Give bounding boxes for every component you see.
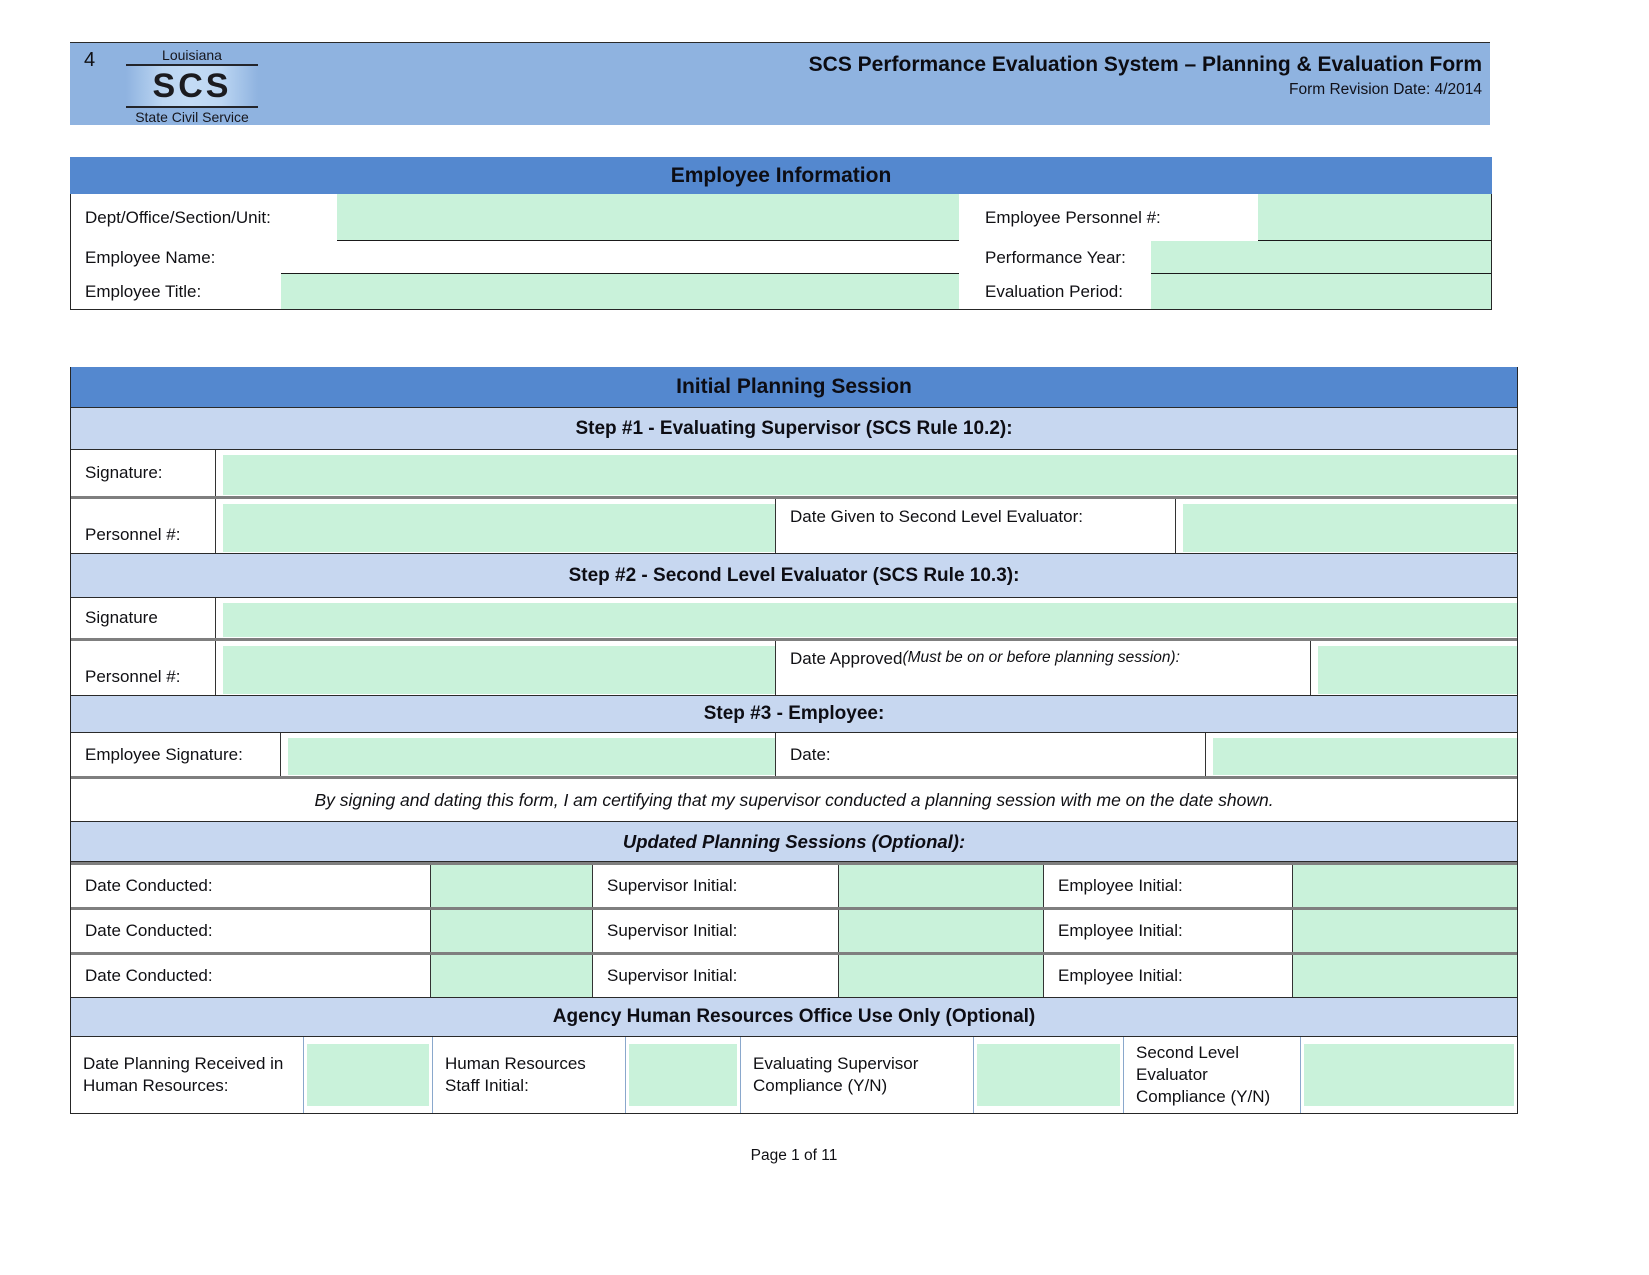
step1-header: Step #1 - Evaluating Supervisor (SCS Rul… — [71, 407, 1517, 450]
date-conducted-field[interactable] — [431, 865, 593, 907]
step2-signature-field[interactable] — [223, 603, 1517, 637]
supervisor-initial-label: Supervisor Initial: — [593, 865, 839, 907]
supervisor-initial-field[interactable] — [839, 865, 1044, 907]
header-titles: SCS Performance Evaluation System – Plan… — [809, 51, 1482, 101]
form-revision-date: Form Revision Date: 4/2014 — [1289, 81, 1482, 98]
performance-year-label: Performance Year: — [985, 247, 1126, 267]
supervisor-initial-label: Supervisor Initial: — [593, 910, 839, 952]
employee-initial-label: Employee Initial: — [1044, 910, 1293, 952]
supervisor-initial-field[interactable] — [839, 955, 1044, 997]
employee-initial-field[interactable] — [1293, 865, 1517, 907]
date-conducted-label: Date Conducted: — [71, 910, 431, 952]
date-planning-received-field[interactable] — [307, 1044, 429, 1106]
second-level-compliance-label: Second Level Evaluator Compliance (Y/N) — [1124, 1037, 1301, 1113]
hr-staff-initial-field[interactable] — [629, 1044, 737, 1106]
updated-session-row: Date Conducted: Supervisor Initial: Empl… — [71, 862, 1517, 907]
date-approved-note: (Must be on or before planning session): — [902, 649, 1180, 666]
hr-office-row: Date Planning Received in Human Resource… — [71, 1037, 1517, 1113]
employee-personnel-label: Employee Personnel #: — [985, 207, 1161, 227]
employee-title-field[interactable] — [281, 274, 959, 309]
date-conducted-field[interactable] — [431, 955, 593, 997]
step1-personnel-field[interactable] — [223, 504, 775, 552]
supervisor-compliance-field[interactable] — [977, 1044, 1120, 1106]
form-title: SCS Performance Evaluation System – Plan… — [808, 53, 1482, 76]
employee-initial-label: Employee Initial: — [1044, 865, 1293, 907]
step1-signature-field[interactable] — [223, 455, 1517, 495]
supervisor-initial-field[interactable] — [839, 910, 1044, 952]
logo-louisiana-text: Louisiana — [126, 47, 258, 66]
initial-planning-session-title: Initial Planning Session — [71, 367, 1517, 407]
initial-planning-session-section: Initial Planning Session Step #1 - Evalu… — [70, 367, 1518, 1114]
date-approved-field[interactable] — [1318, 646, 1517, 694]
employee-initial-field[interactable] — [1293, 910, 1517, 952]
step2-signature-label: Signature — [71, 598, 216, 638]
employee-initial-field[interactable] — [1293, 955, 1517, 997]
employee-signature-field[interactable] — [288, 738, 775, 775]
employee-initial-label: Employee Initial: — [1044, 955, 1293, 997]
date-approved-label: Date Approved (Must be on or before plan… — [776, 641, 1311, 695]
hr-staff-initial-label: Human Resources Staff Initial: — [433, 1037, 626, 1113]
logo-scs-text: SCS — [126, 66, 258, 106]
step3-date-field[interactable] — [1213, 738, 1517, 775]
step3-date-label: Date: — [776, 733, 1206, 776]
employee-name-field[interactable] — [281, 241, 959, 274]
updated-session-row: Date Conducted: Supervisor Initial: Empl… — [71, 907, 1517, 952]
scs-logo: Louisiana SCS State Civil Service — [126, 47, 258, 125]
step2-header: Step #2 - Second Level Evaluator (SCS Ru… — [71, 553, 1517, 598]
certification-statement: By signing and dating this form, I am ce… — [71, 776, 1517, 821]
employee-information-body: Dept/Office/Section/Unit: Employee Perso… — [70, 194, 1492, 310]
supervisor-initial-label: Supervisor Initial: — [593, 955, 839, 997]
date-given-field[interactable] — [1183, 504, 1517, 552]
updated-session-row: Date Conducted: Supervisor Initial: Empl… — [71, 952, 1517, 997]
step2-personnel-field[interactable] — [223, 646, 775, 694]
date-conducted-label: Date Conducted: — [71, 955, 431, 997]
step3-header: Step #3 - Employee: — [71, 695, 1517, 733]
dept-office-field[interactable] — [337, 194, 959, 241]
updated-sessions-header: Updated Planning Sessions (Optional): — [71, 821, 1517, 862]
step1-signature-label: Signature: — [71, 450, 216, 496]
employee-personnel-field[interactable] — [1258, 194, 1491, 241]
performance-year-field[interactable] — [1151, 241, 1491, 274]
step1-personnel-label: Personnel #: — [71, 499, 216, 553]
logo-state-civil-service-text: State Civil Service — [126, 106, 258, 125]
form-header: 4 Louisiana SCS State Civil Service SCS … — [70, 42, 1490, 125]
second-level-compliance-field[interactable] — [1304, 1044, 1514, 1106]
dept-office-label: Dept/Office/Section/Unit: — [85, 207, 271, 227]
employee-title-label: Employee Title: — [85, 281, 202, 301]
supervisor-compliance-label: Evaluating Supervisor Compliance (Y/N) — [741, 1037, 974, 1113]
employee-information-section: Employee Information Dept/Office/Section… — [70, 157, 1492, 310]
page-footer: Page 1 of 11 — [750, 1147, 838, 1164]
date-approved-text: Date Approved — [790, 649, 903, 668]
employee-information-title: Employee Information — [70, 157, 1492, 194]
evaluation-period-field[interactable] — [1151, 274, 1491, 309]
date-given-label: Date Given to Second Level Evaluator: — [776, 499, 1176, 553]
date-planning-received-label: Date Planning Received in Human Resource… — [71, 1037, 304, 1113]
hr-office-header: Agency Human Resources Office Use Only (… — [71, 997, 1517, 1037]
step2-personnel-label: Personnel #: — [71, 641, 216, 695]
date-conducted-field[interactable] — [431, 910, 593, 952]
corner-page-number: 4 — [84, 49, 96, 71]
date-conducted-label: Date Conducted: — [71, 865, 431, 907]
employee-signature-label: Employee Signature: — [71, 733, 281, 776]
evaluation-period-label: Evaluation Period: — [985, 281, 1123, 301]
employee-name-label: Employee Name: — [85, 247, 216, 267]
